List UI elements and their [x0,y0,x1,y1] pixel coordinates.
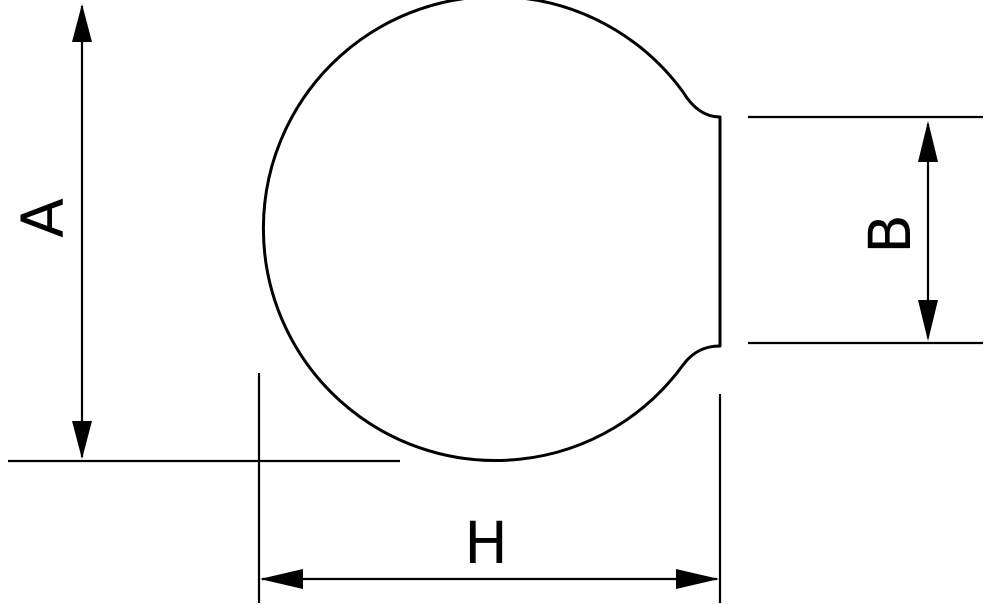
dimension-a-label: A [9,198,77,238]
dimension-a: A [8,4,400,463]
dimension-h-arrow-right [676,569,719,589]
dimension-h: H [257,373,722,603]
dimension-b-arrow-bottom [918,300,938,341]
dimension-a-arrow-bottom [72,421,92,459]
dimension-b-arrow-top [918,121,938,162]
part-outline [261,0,722,462]
dimension-h-arrow-left [260,569,303,589]
dimension-b-label: B [856,214,924,254]
dimension-h-label: H [464,509,508,577]
dimension-a-arrow-top [72,4,92,42]
dimension-b: B [748,115,983,345]
